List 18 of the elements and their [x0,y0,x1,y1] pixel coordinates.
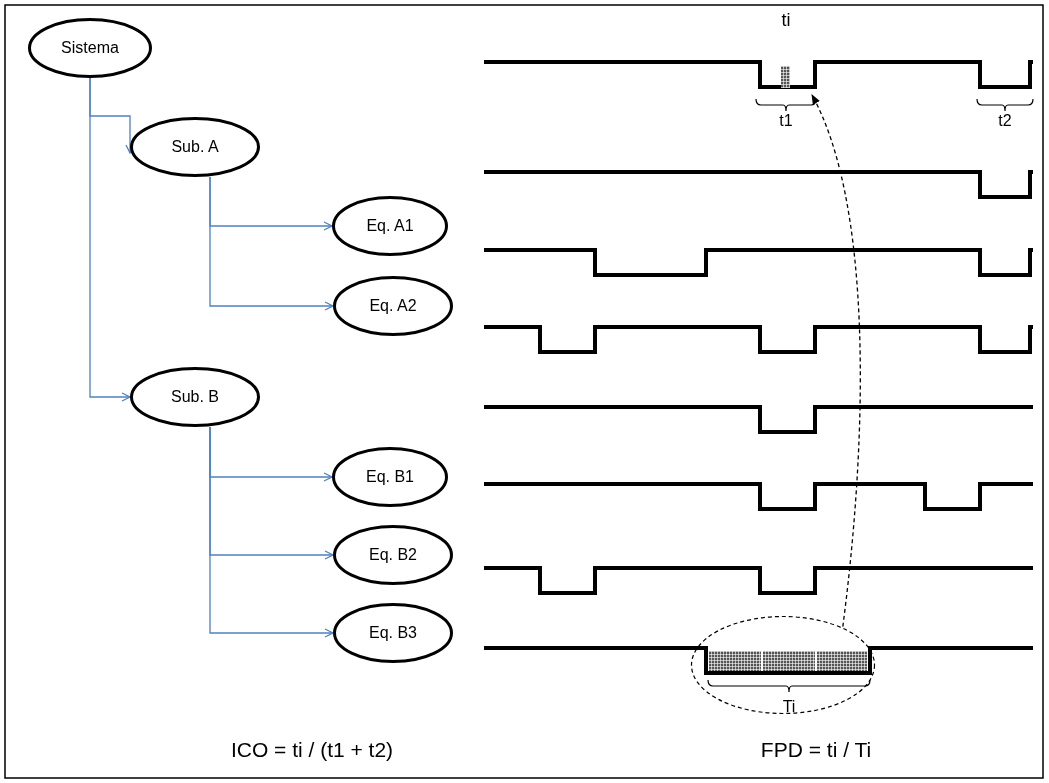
node-label: Eq. A1 [366,217,414,235]
connector-arrow [209,426,334,638]
node-label: Eq. B3 [369,624,417,642]
formula-text: FPD = ti / Ti [760,738,872,762]
node-label: Eq. A2 [369,297,417,315]
node-label: Sub. B [171,388,219,406]
connector-arrow [209,176,334,311]
connector-arrow [89,77,131,402]
interval-label: ti [781,10,791,31]
interval-label: Ti [782,698,796,716]
node-label: Sub. A [171,138,219,156]
node-label: Sistema [61,39,119,57]
node-label: Eq. B1 [366,468,414,486]
interval-label: t2 [998,112,1012,130]
formula-text: ICO = ti / (t1 + t2) [230,738,394,762]
interval-label: t1 [779,112,793,130]
node-label: Eq. B2 [369,546,417,564]
dashed-arrow [811,94,861,628]
